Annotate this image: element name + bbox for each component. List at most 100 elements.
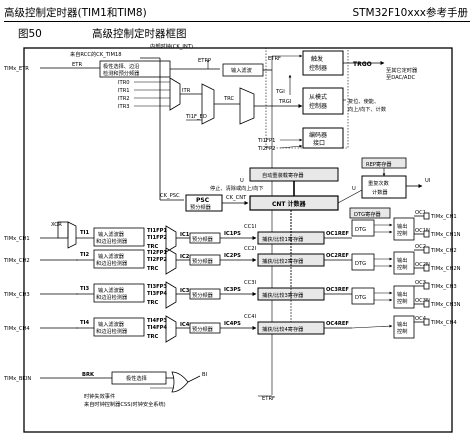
ic-prescaler-4-label: 预分频器 <box>192 325 214 333</box>
trigger-dashed-group <box>265 47 349 149</box>
dtg-register <box>349 207 391 219</box>
trgo-label: TRGO <box>353 61 372 68</box>
ic-prescaler-1-label: 预分频器 <box>192 235 214 243</box>
output-control-2 <box>393 251 415 275</box>
clock-fail-line2: 来自时钟控制器CSS(时钟安全系统) <box>84 400 166 408</box>
output-ch1: TIMx_CH1 <box>430 214 457 220</box>
rep-counter <box>361 175 407 199</box>
ti4-label: TI4 <box>80 320 89 326</box>
trigger-ctrl-line1: 触发 <box>311 55 323 63</box>
output-ch1n: TIMx_CH1N <box>430 232 461 238</box>
output-control-4-line1: 输出 <box>397 320 407 328</box>
filter-3-line2: 和边沿检测器 <box>96 293 128 301</box>
brk-label: BRK <box>82 372 95 378</box>
ck-psc-label: CK_PSC <box>160 193 180 199</box>
etr-label: ETR <box>72 62 82 68</box>
capcomp-1-label: 捕获/比较1寄存器 <box>262 235 304 243</box>
oc-label-0: OC1 <box>415 210 426 216</box>
cnt-to-rep <box>337 189 363 204</box>
output-ch2: TIMx_CH2 <box>430 248 457 254</box>
itr3-label: ITR3 <box>118 104 130 110</box>
itr-inputs: ITR0 ITR1 ITR2 ITR3 <box>118 80 170 110</box>
filter-4-line2: 和边沿检测器 <box>96 327 128 335</box>
filter-1-line2: 和边沿检测器 <box>96 237 128 245</box>
tifp-3-a: TI3FP3 <box>147 284 167 290</box>
trigger-ctrl-line2: 控制器 <box>309 64 327 72</box>
ic-prescaler-3-label: 预分频器 <box>192 291 214 299</box>
filter-2-line2: 和边沿检测器 <box>96 259 128 267</box>
slave-modes-line1: 复位、使能、 <box>348 97 379 105</box>
itr-label: ITR <box>182 88 191 94</box>
pin-ch1n <box>423 230 430 238</box>
tifp-3-b: TI3FP4 <box>147 291 167 297</box>
dtg-block-1 <box>351 219 375 237</box>
dtg-register-label: DTG寄存器 <box>354 210 382 218</box>
pin-ch1 <box>423 212 430 220</box>
input-filter-4 <box>93 317 145 337</box>
ic-prescaler-2-label: 预分频器 <box>192 257 214 265</box>
etr-polarity-line2: 检测和预分频器 <box>103 69 140 77</box>
dtg-1-label: DTG <box>355 227 366 233</box>
tgi-label: TGI <box>275 89 285 95</box>
oc-label-1: OC1N <box>415 228 430 234</box>
counter-ctrl-text: 停止、清除或向上/向下 <box>210 184 264 192</box>
oc-label-3: OC2N <box>415 262 430 268</box>
output-control-4 <box>393 315 415 339</box>
ic-mux-1 <box>165 225 177 253</box>
output-control-3 <box>393 285 415 309</box>
capcomp-4-label: 捕获/比较4寄存器 <box>262 325 304 333</box>
ic4ps-label: IC4PS <box>224 321 241 327</box>
slave-mode-box <box>302 87 344 115</box>
ic-mux-2 <box>165 247 177 275</box>
bi-line <box>187 375 201 383</box>
output-control-3-line1: 输出 <box>397 290 407 298</box>
oc2ref-label: OC2REF <box>326 253 349 259</box>
itr-mux <box>169 77 181 111</box>
u-label-top: U <box>240 178 244 184</box>
enc-in-2 <box>279 144 303 149</box>
figure-title: 高级控制定时器框图 <box>92 28 187 40</box>
trc-top-label: TRC <box>223 96 235 102</box>
tifp-4-b: TI4FP4 <box>147 325 167 331</box>
output-control-1 <box>393 217 415 241</box>
ti1-label: TI1 <box>80 230 89 236</box>
clock-fail-line1: 时钟失效事件 <box>84 392 115 400</box>
oc-label-2: OC2 <box>415 244 426 250</box>
tifp-4-a: TI4FP3 <box>147 318 167 324</box>
trgi-selector <box>239 87 255 125</box>
pin-ch3n <box>423 300 430 308</box>
input-filter-2 <box>93 249 145 269</box>
output-control-1-line2: 控制 <box>397 229 407 237</box>
input-ch4: TIMx_CH4 <box>3 326 30 332</box>
dtg-2-label: DTG <box>355 261 366 267</box>
output-control-4-line2: 控制 <box>397 327 407 335</box>
ic1-label: IC1 <box>180 232 190 238</box>
input-etr: TIMx_ETR <box>3 66 29 72</box>
bi-label: BI <box>202 372 208 378</box>
etrf-label: ETRF <box>268 56 281 62</box>
output-control-3-line2: 控制 <box>397 297 407 305</box>
capcomp-2-label: 捕获/比较2寄存器 <box>262 257 304 265</box>
encoder-ti2fp2: TI2FP2 <box>257 146 275 152</box>
oc-label-6: OC4 <box>415 316 427 322</box>
figure-number: 图50 <box>18 28 42 40</box>
itr0-label: ITR0 <box>118 80 130 86</box>
autoreload-label: 自动重装载寄存器 <box>262 171 304 179</box>
cc3i-label: CC3I <box>244 280 257 286</box>
dtg-block-3 <box>351 287 375 305</box>
ck-cnt-label: CK_CNT <box>226 195 247 201</box>
ui-label: UI <box>425 178 431 184</box>
ic3ps-label: IC3PS <box>224 287 241 293</box>
ic-mux-3 <box>165 281 177 309</box>
ti2-label: TI2 <box>80 252 89 258</box>
ti1-mux <box>67 221 77 249</box>
psc-line1: PSC <box>196 197 210 204</box>
input-ch3: TIMx_CH3 <box>3 292 30 298</box>
pin-ch2 <box>423 246 430 254</box>
trgi-label: TRGI <box>278 99 292 105</box>
u-label-rep: U <box>352 186 356 192</box>
input-filter-3 <box>93 283 145 303</box>
itr2-label: ITR2 <box>118 96 130 102</box>
